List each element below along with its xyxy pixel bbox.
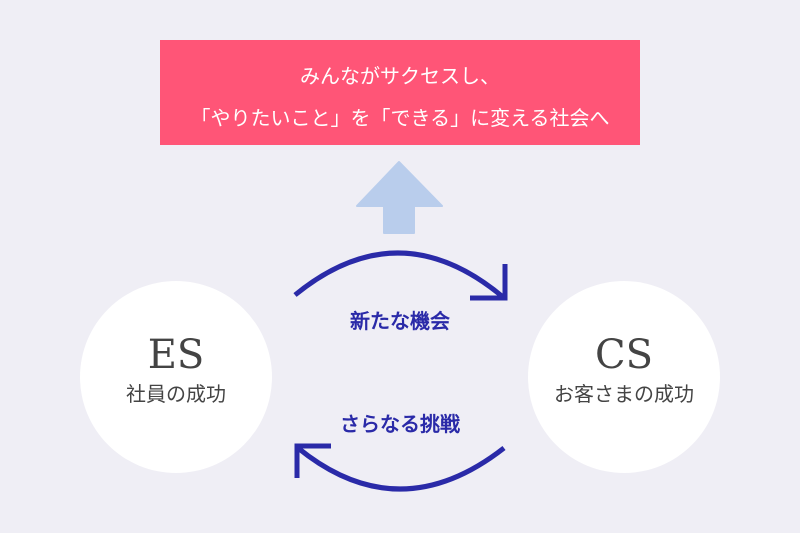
bottom-cycle-arrow bbox=[294, 443, 506, 492]
cs-subtitle: お客さまの成功 bbox=[554, 382, 694, 406]
goal-line-1: みんながサクセスし、 bbox=[300, 64, 500, 88]
es-subtitle: 社員の成功 bbox=[126, 382, 226, 406]
es-title: ES bbox=[147, 332, 205, 378]
new-opportunity-label: 新たな機会 bbox=[350, 309, 450, 333]
cs-title: CS bbox=[594, 332, 653, 378]
goal-banner: みんながサクセスし、 「やりたいこと」を「できる」に変える社会へ bbox=[160, 40, 640, 145]
goal-line-2: 「やりたいこと」を「できる」に変える社会へ bbox=[190, 106, 610, 130]
up-arrow-icon bbox=[356, 161, 443, 234]
cs-circle: CS お客さまの成功 bbox=[528, 281, 720, 473]
es-circle: ES 社員の成功 bbox=[80, 281, 272, 473]
top-cycle-arrow bbox=[293, 250, 508, 301]
further-challenge-label: さらなる挑戦 bbox=[340, 412, 460, 436]
